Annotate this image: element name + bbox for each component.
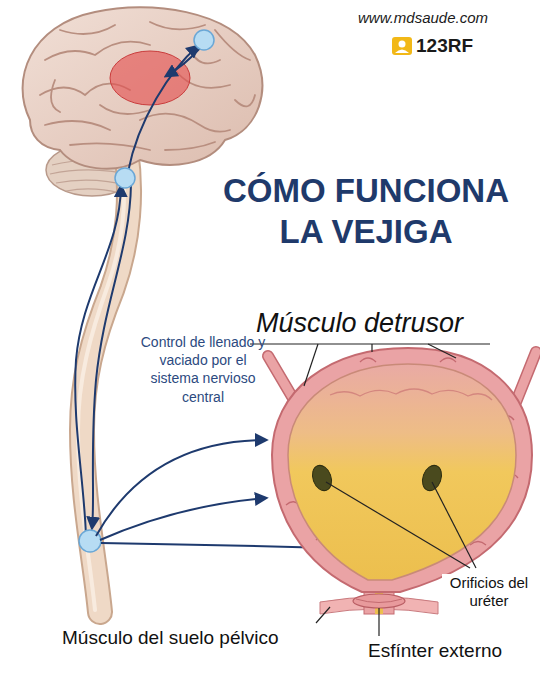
brain xyxy=(23,7,263,168)
leader-line xyxy=(326,482,470,568)
nerve-dot xyxy=(115,168,135,188)
bladder xyxy=(419,463,445,494)
leader-line xyxy=(304,344,318,386)
brain xyxy=(40,22,255,150)
nerve-dot xyxy=(194,30,214,50)
annotation: Control de llenado y vaciado por el sist… xyxy=(140,333,266,406)
leader-line xyxy=(378,608,379,636)
ureter xyxy=(268,356,294,400)
logo-icon xyxy=(392,37,412,55)
logo-icon xyxy=(395,50,409,54)
bladder xyxy=(272,348,532,592)
leader-line xyxy=(371,344,372,352)
leader-line xyxy=(428,344,456,358)
nerve-dot xyxy=(79,30,214,552)
brain xyxy=(23,7,263,168)
logo-text: 123RF xyxy=(416,35,473,58)
leader-line xyxy=(432,482,476,568)
part-label: Esfínter externo xyxy=(368,640,502,663)
ureter xyxy=(268,356,294,400)
signal-arrow xyxy=(96,440,266,536)
ureter xyxy=(516,352,536,402)
logo-icon xyxy=(392,37,412,55)
part-label: Músculo del suelo pélvico xyxy=(62,627,279,650)
sphincter xyxy=(353,594,405,608)
bladder xyxy=(272,348,532,592)
title: CÓMO FUNCIONA LA VEJIGA xyxy=(200,170,532,253)
signal-arrow xyxy=(100,498,266,540)
nerve-path xyxy=(92,184,131,528)
nerve-path xyxy=(75,46,200,536)
logo-icon xyxy=(399,41,406,48)
bladder xyxy=(288,364,516,580)
signal-arrow xyxy=(101,543,330,548)
brain xyxy=(110,51,190,105)
part-label: Músculo detrusor xyxy=(256,307,463,339)
leader-line xyxy=(250,343,490,344)
watermark: www.mdsaude.com xyxy=(358,9,488,27)
sphincter xyxy=(356,599,402,603)
part-label: Orificios del uréter xyxy=(442,574,536,610)
nerve-path xyxy=(128,46,198,172)
sphincter xyxy=(353,594,405,608)
bladder xyxy=(330,389,492,400)
leader-line xyxy=(316,607,330,623)
ureter xyxy=(516,352,536,402)
nerve-path xyxy=(166,48,200,76)
bladder xyxy=(309,463,335,494)
